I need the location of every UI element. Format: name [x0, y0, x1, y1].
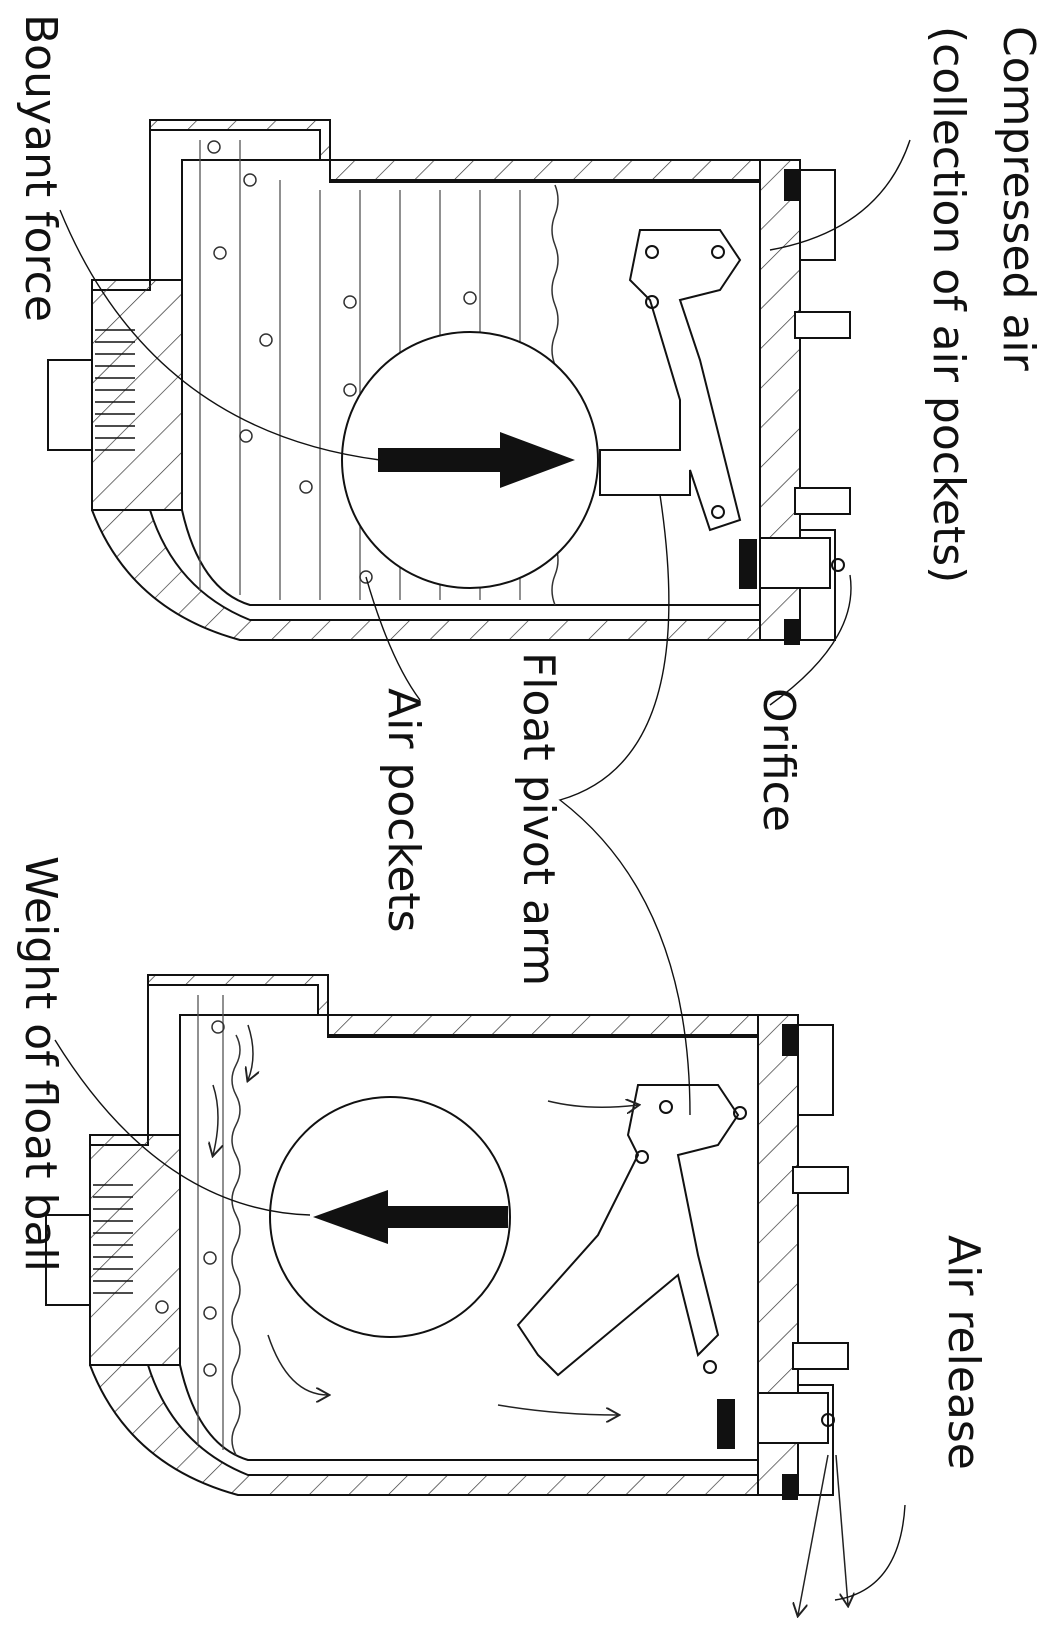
leader-orifice [769, 574, 852, 706]
water-surface-bottom [231, 1034, 241, 1456]
flow-arrows-bottom [213, 1024, 848, 1615]
screw-bottom-1 [792, 1166, 849, 1194]
leader-air-release [834, 1504, 906, 1601]
label-collection: (collection of air pockets) [923, 26, 974, 584]
buoyant-force-arrow [378, 432, 575, 488]
trap-bottom [45, 974, 849, 1615]
label-air-release: Air release [938, 1235, 989, 1470]
label-orifice: Orifice [753, 688, 804, 832]
trap-top [47, 119, 851, 645]
leader-weight [54, 1039, 311, 1216]
screw-top-1 [794, 311, 851, 339]
screw-top-2 [794, 487, 851, 515]
pivot-arm-top [599, 229, 742, 532]
leader-bouyant-force [59, 209, 381, 461]
orifice-valve-bottom [757, 1392, 829, 1444]
label-air-pockets: Air pockets [378, 688, 429, 933]
air-bubbles-bottom [155, 1020, 225, 1377]
screw-bottom-2 [792, 1342, 849, 1370]
leader-float-pivot-arm [558, 494, 691, 1116]
orifice-valve-top [759, 537, 831, 589]
inlet-nozzle-bottom [45, 1214, 91, 1306]
weight-arrow [313, 1190, 508, 1244]
label-weight-of-float-ball: Weight of float ball [15, 856, 66, 1272]
threads-bottom [93, 1184, 133, 1294]
pivot-arm-bottom [516, 1084, 740, 1377]
water-bottom [197, 995, 224, 1450]
threads-top [95, 329, 135, 451]
label-compressed-air: Compressed air [993, 26, 1044, 371]
air-bubbles-top [207, 140, 477, 584]
label-float-pivot-arm: Float pivot arm [513, 652, 564, 987]
leader-compressed-air [769, 139, 911, 251]
leader-air-pockets [365, 576, 421, 701]
inlet-nozzle-top [47, 359, 93, 451]
label-bouyant-force: Bouyant force [15, 14, 66, 322]
leader-lines [54, 139, 911, 1601]
